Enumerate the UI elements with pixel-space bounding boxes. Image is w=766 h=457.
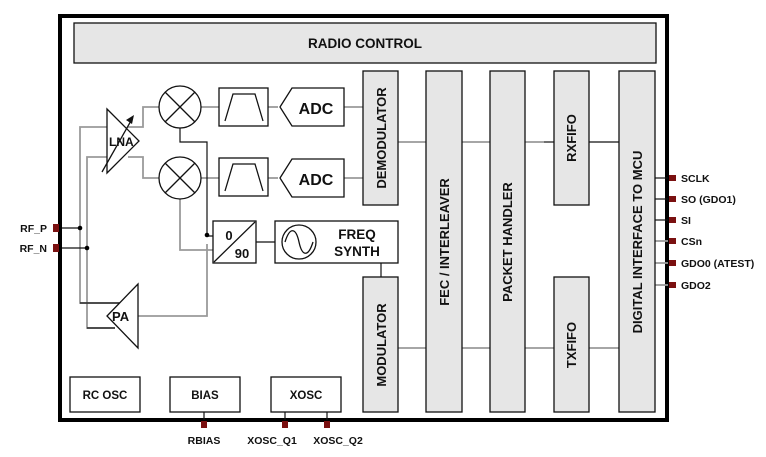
mixer-icon xyxy=(158,156,202,200)
right-pins: SCLK SO (GDO1) SI CSn GDO0 (ATEST) GDO2 xyxy=(669,173,754,292)
pin-gdo0 xyxy=(669,260,676,266)
mixer-icon xyxy=(158,85,202,129)
pa-amplifier: PA xyxy=(106,282,139,350)
sine-wave-icon xyxy=(281,224,317,260)
pin-so xyxy=(669,196,676,202)
digital-interface-block: DIGITAL INTERFACE TO MCU xyxy=(618,70,656,413)
freq-synth-label-2: SYNTH xyxy=(334,244,380,259)
pin-xosc-q2 xyxy=(324,421,330,428)
pin-label-so: SO (GDO1) xyxy=(681,194,736,206)
pin-csn xyxy=(669,238,676,244)
rxfifo-block: RXFIFO xyxy=(553,70,590,206)
freq-synth-label-1: FREQ xyxy=(338,227,376,242)
phase-90-label: 90 xyxy=(235,246,249,261)
txfifo-label: TXFIFO xyxy=(564,322,579,368)
adc-i-block: ADC xyxy=(279,87,345,127)
rc-osc-block: RC OSC xyxy=(69,376,141,413)
xosc-label: XOSC xyxy=(290,390,323,402)
demodulator-block: DEMODULATOR xyxy=(362,70,399,206)
lna-amplifier: LNA xyxy=(101,107,140,175)
junction-dot xyxy=(204,232,210,238)
adc-q-label: ADC xyxy=(299,172,334,189)
pin-label-sclk: SCLK xyxy=(681,173,710,185)
adc-q-block: ADC xyxy=(279,158,345,198)
pin-label-gdo2: GDO2 xyxy=(681,280,711,292)
rxfifo-label: RXFIFO xyxy=(564,114,579,162)
packet-handler-label: PACKET HANDLER xyxy=(500,182,515,302)
adc-i-label: ADC xyxy=(299,101,334,118)
fec-interleaver-block: FEC / INTERLEAVER xyxy=(425,70,463,413)
radio-control-label: RADIO CONTROL xyxy=(308,36,422,51)
pin-rf-p xyxy=(53,224,59,232)
pin-rf-n xyxy=(53,244,59,252)
pin-gdo2 xyxy=(669,282,676,288)
packet-handler-block: PACKET HANDLER xyxy=(489,70,526,413)
pin-label-xosc-q2: XOSC_Q2 xyxy=(313,435,363,447)
bandpass-filter-icon xyxy=(218,157,269,197)
txfifo-block: TXFIFO xyxy=(553,276,590,413)
bias-label: BIAS xyxy=(191,390,219,402)
bias-block: BIAS xyxy=(169,376,241,413)
pin-label-rf-n: RF_N xyxy=(20,243,47,255)
demodulator-label: DEMODULATOR xyxy=(374,87,389,189)
junction-dot xyxy=(84,245,90,251)
variable-gain-arrow-icon xyxy=(101,115,134,173)
pin-rbias xyxy=(201,421,207,428)
pin-label-si: SI xyxy=(681,215,691,227)
rc-osc-label: RC OSC xyxy=(83,390,128,402)
pa-label: PA xyxy=(112,309,130,324)
lna-label: LNA xyxy=(109,135,134,149)
fec-interleaver-label: FEC / INTERLEAVER xyxy=(437,178,452,306)
phase-0-label: 0 xyxy=(225,228,232,243)
digital-interface-label: DIGITAL INTERFACE TO MCU xyxy=(630,151,645,334)
freq-synth-block: FREQ SYNTH xyxy=(274,220,399,264)
bandpass-filter-icon xyxy=(218,87,269,127)
pin-label-csn: CSn xyxy=(681,236,702,248)
pin-label-rbias: RBIAS xyxy=(188,435,221,447)
phase-splitter-block: 0 90 xyxy=(212,220,257,264)
pin-sclk xyxy=(669,175,676,181)
pin-label-gdo0: GDO0 (ATEST) xyxy=(681,258,754,270)
junction-dot xyxy=(77,225,83,231)
radio-control-block xyxy=(73,22,657,64)
bottom-pins: RBIAS XOSC_Q1 XOSC_Q2 xyxy=(188,421,363,447)
pin-xosc-q1 xyxy=(282,421,288,428)
pin-label-xosc-q1: XOSC_Q1 xyxy=(247,435,297,447)
xosc-block: XOSC xyxy=(270,376,342,413)
pin-si xyxy=(669,217,676,223)
modulator-label: MODULATOR xyxy=(374,303,389,387)
pin-label-rf-p: RF_P xyxy=(20,223,47,235)
modulator-block: MODULATOR xyxy=(362,276,399,413)
